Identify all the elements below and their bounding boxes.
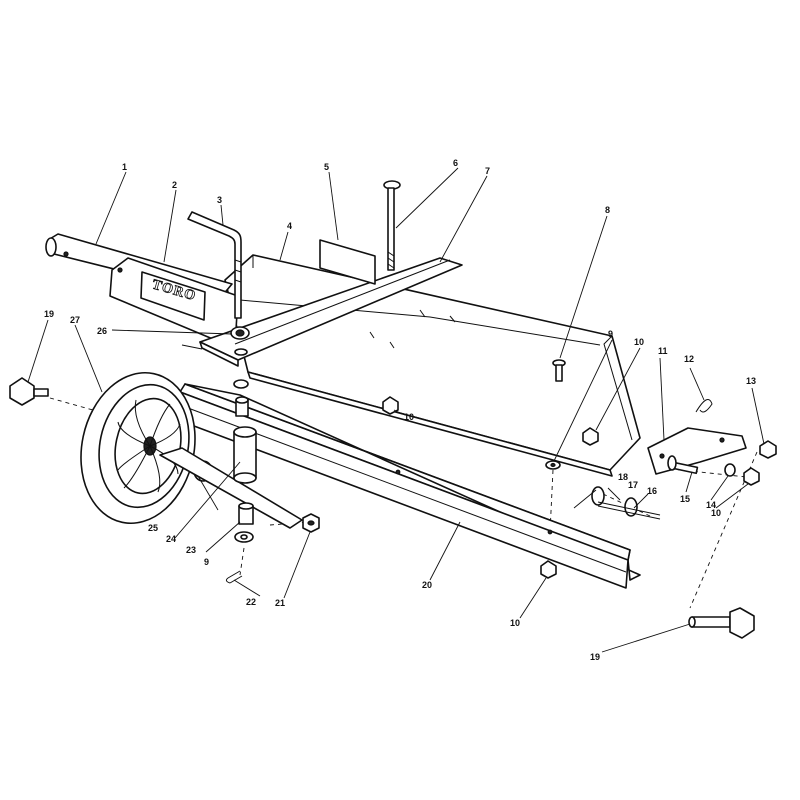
leader-lines (27, 167, 765, 653)
part-7-cross-bar (199, 257, 463, 367)
part-2-logo-bracket: TORO (109, 257, 239, 343)
part-27-wheel (80, 371, 196, 525)
callout-19-bottom: 19 (590, 652, 600, 662)
callout-11: 11 (658, 346, 668, 356)
part-21-nut (302, 513, 320, 533)
callout-2: 2 (172, 180, 177, 190)
part-6-carriage-bolt (383, 180, 401, 271)
part-9-washer-low (234, 531, 254, 543)
wheel-spokes (117, 399, 181, 493)
part-15-bolt (667, 455, 699, 475)
callout-15: 15 (680, 494, 690, 504)
part-12-clip (695, 399, 713, 413)
callout-22: 22 (246, 597, 256, 607)
callout-10-right: 10 (634, 337, 644, 347)
part-19-pivot-bolt (688, 607, 755, 639)
callout-6: 6 (453, 158, 458, 168)
callout-12: 12 (684, 354, 694, 364)
callout-9-right: 9 (608, 329, 613, 339)
callout-23: 23 (186, 545, 196, 555)
callout-1: 1 (122, 162, 127, 172)
callout-26: 26 (97, 326, 107, 336)
callout-13: 13 (746, 376, 756, 386)
part-13-bolt (759, 440, 777, 459)
callout-27: 27 (70, 315, 80, 325)
callout-10-center: 10 (404, 412, 414, 422)
part-8-bolt (552, 359, 566, 382)
part-20-lower-rail (177, 383, 641, 589)
callout-19-left: 19 (44, 309, 54, 319)
part-26-nut (181, 326, 250, 356)
part-23-bushing (238, 502, 254, 525)
callout-16: 16 (647, 486, 657, 496)
callout-5: 5 (324, 162, 329, 172)
callout-14: 14 (706, 500, 716, 510)
part-22-cotter-pin (225, 570, 243, 584)
callout-4: 4 (287, 221, 292, 231)
part-10-nut-bottom (540, 560, 557, 579)
callout-10-far-right: 10 (711, 508, 721, 518)
part-16-17-18-spring-assembly (591, 486, 661, 520)
callout-21: 21 (275, 598, 285, 608)
callout-25: 25 (148, 523, 158, 533)
part-3-l-bolt (187, 211, 242, 319)
part-10-nut-far-right (743, 467, 760, 486)
part-19-bolt-left (9, 377, 49, 406)
callout-18: 18 (618, 472, 628, 482)
callout-7: 7 (485, 166, 490, 176)
callout-3: 3 (217, 195, 222, 205)
callout-17: 17 (628, 480, 638, 490)
callout-9-left: 9 (204, 557, 209, 567)
part-10-nut-right (582, 427, 599, 446)
callout-10-bottom: 10 (510, 618, 520, 628)
callout-20: 20 (422, 580, 432, 590)
callout-24: 24 (166, 534, 176, 544)
part-24-pivot-tube (233, 379, 257, 484)
callout-8: 8 (605, 205, 610, 215)
part-5-plate (319, 239, 376, 285)
part-9-washer-right (545, 460, 561, 470)
callout-labels: 1 2 3 4 5 6 7 8 9 10 11 12 13 19 27 26 1… (44, 158, 756, 662)
part-14-washer (724, 463, 736, 477)
